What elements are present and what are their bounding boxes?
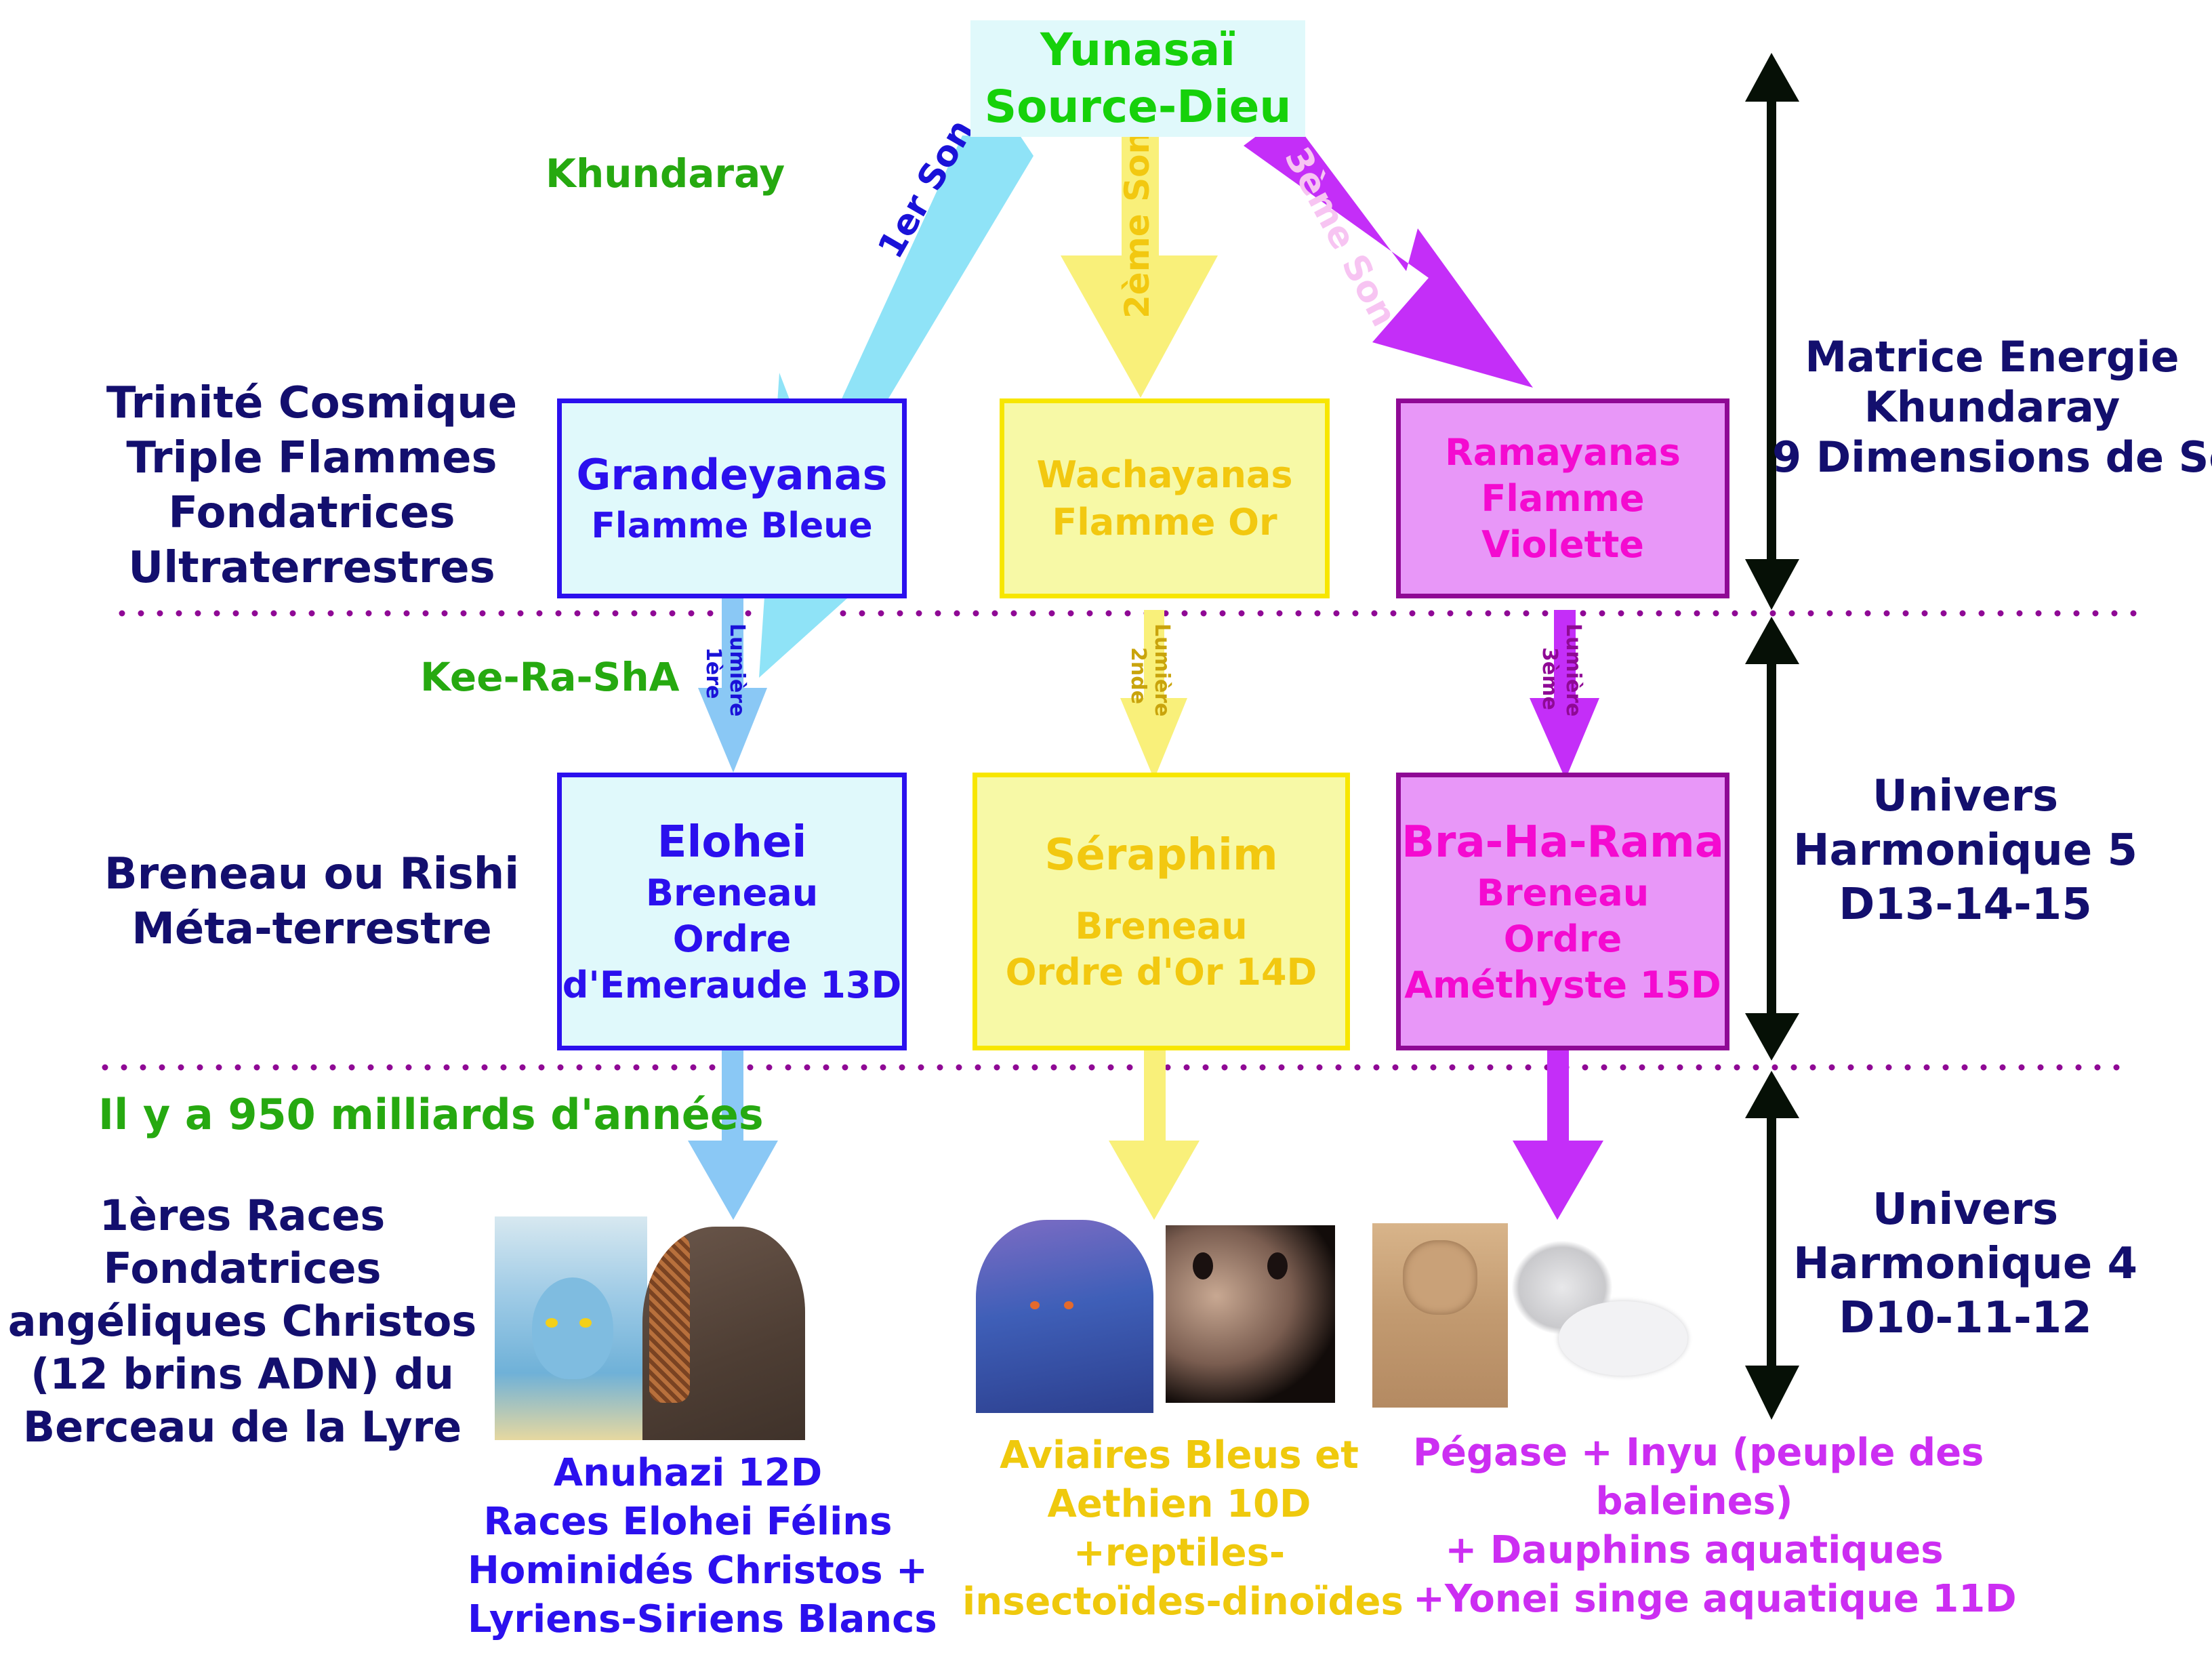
box-line: Violette [1481, 523, 1644, 566]
box-line: Flamme Bleue [591, 505, 873, 546]
lion-statue-image [642, 1227, 805, 1440]
axis-arrow-1 [1745, 53, 1799, 610]
light-label-2: Lumière 2nde [1126, 623, 1174, 717]
box-title: Bra-Ha-Rama [1401, 817, 1724, 867]
right-label-line: Matrice Energie [1805, 332, 2179, 382]
box-line: Breneau [645, 872, 819, 914]
light-arrow-1 [698, 596, 767, 773]
caption-line: Aethien 10D [1047, 1482, 1311, 1526]
svg-text:Lumière: Lumière [725, 623, 749, 717]
right-label-uh4: Univers Harmonique 4 D10-11-12 [1769, 1183, 2162, 1345]
right-label-line: D13-14-15 [1839, 880, 2092, 930]
left-label-trinite: Trinité Cosmique Triple Flammes Fondatri… [88, 376, 535, 596]
right-label-line: Univers [1872, 1185, 2059, 1235]
left-label-line: Méta-terrestre [131, 904, 492, 954]
svg-text:3ème: 3ème [1538, 647, 1561, 710]
left-label-line: angéliques Christos [7, 1296, 477, 1346]
descent-arrow-3 [1513, 1049, 1603, 1220]
grandeyanas-box: Grandeyanas Flamme Bleue [557, 398, 907, 598]
left-label-line: Ultraterrestres [128, 543, 495, 593]
box-title: Grandeyanas [576, 449, 888, 499]
caption-line: +reptiles- [1073, 1531, 1286, 1575]
source-box: Yunasaï Source-Dieu [970, 20, 1305, 137]
svg-text:2nde: 2nde [1126, 647, 1150, 704]
aethien-image [1166, 1225, 1335, 1403]
son-label-3: 3ème Son [1277, 141, 1405, 333]
light-label-1: Lumière 1ère [701, 623, 749, 717]
left-label-races: 1ères Races Fondatrices angéliques Chris… [7, 1189, 478, 1454]
son-label-2: 2ème Son [1118, 130, 1157, 319]
right-label-matrice: Matrice Energie Khundaray 9 Dimensions d… [1772, 332, 2212, 483]
elohei-box: Elohei Breneau Ordre d'Emeraude 13D [557, 773, 907, 1050]
caption-line: baleines) [1595, 1479, 1793, 1523]
left-label-line: Trinité Cosmique [106, 378, 518, 428]
right-label-uh5: Univers Harmonique 5 D13-14-15 [1769, 769, 2162, 932]
right-label-line: Khundaray [1864, 382, 2121, 432]
right-label-line: D10-11-12 [1839, 1293, 2092, 1343]
svg-text:Lumière: Lumière [1561, 623, 1585, 717]
left-label-breneau: Breneau ou Rishi Méta-terrestre [88, 847, 535, 957]
box-line: Flamme Or [1052, 500, 1277, 544]
light-label-3: Lumière 3ème [1538, 623, 1585, 717]
axis-arrow-3 [1745, 1071, 1799, 1420]
left-label-line: Berceau de la Lyre [22, 1402, 462, 1452]
pegasus-image [1511, 1227, 1701, 1430]
right-label-line: Harmonique 5 [1793, 825, 2138, 876]
caption-aviaires: Aviaires Bleus et Aethien 10D +reptiles-… [962, 1431, 1404, 1626]
left-label-line: Breneau ou Rishi [104, 849, 520, 899]
caption-line: Aviaires Bleus et [1000, 1433, 1359, 1477]
box-line: Breneau [1476, 872, 1650, 914]
left-label-line: Fondatrices [168, 488, 455, 538]
caption-line: +Yonei singe aquatique 11D [1413, 1577, 2017, 1621]
right-label-line: Harmonique 4 [1793, 1239, 2138, 1289]
caption-line: Lyriens-Siriens Blancs [468, 1597, 937, 1641]
khundaray-label: Khundaray [546, 150, 785, 197]
time-label: Il y a 950 milliards d'années [98, 1090, 764, 1139]
left-label-line: (12 brins ADN) du [30, 1349, 454, 1399]
box-line: d'Emeraude 13D [562, 964, 902, 1006]
caption-line: + Dauphins aquatiques [1445, 1528, 1944, 1572]
caption-line: Pégase + Inyu (peuple des [1413, 1431, 1984, 1475]
left-label-line: Fondatrices [103, 1244, 382, 1293]
light-arrow-3 [1530, 610, 1599, 779]
ramayanas-box: Ramayanas Flamme Violette [1396, 398, 1729, 598]
blue-avian-image [976, 1220, 1153, 1413]
svg-text:Lumière: Lumière [1150, 623, 1174, 717]
descent-arrow-2 [1109, 1049, 1200, 1220]
left-label-line: 1ères Races [99, 1191, 386, 1240]
son-arrow-3 [1244, 136, 1533, 388]
caption-anuhazi: Anuhazi 12D Races Elohei Félins Hominidé… [468, 1449, 937, 1644]
right-label-line: 9 Dimensions de Son [1772, 432, 2212, 482]
source-name: Yunasaï [1040, 24, 1235, 76]
box-line: Ordre [1503, 918, 1622, 960]
box-title: Ramayanas [1445, 430, 1681, 474]
svg-text:1ère: 1ère [701, 647, 725, 699]
wachayanas-box: Wachayanas Flamme Or [1000, 398, 1330, 598]
seraphim-box: Séraphim Breneau Ordre d'Or 14D [972, 773, 1350, 1050]
light-arrow-2 [1120, 610, 1187, 779]
caption-line: Hominidés Christos + [468, 1549, 928, 1593]
kee-ra-sha-label: Kee-Ra-ShA [420, 654, 680, 700]
son-arrow-2 [1061, 136, 1218, 398]
carved-relief-image [1372, 1223, 1508, 1408]
caption-pegase: Pégase + Inyu (peuple des baleines) + Da… [1413, 1429, 2017, 1624]
box-line: Ordre d'Or 14D [1005, 951, 1317, 994]
box-line: Ordre [672, 918, 792, 960]
caption-line: Races Elohei Félins [483, 1500, 893, 1544]
box-line: Breneau [1075, 905, 1248, 947]
axis-arrow-2 [1745, 617, 1799, 1061]
caption-line: insectoïdes-dinoïdes [962, 1580, 1404, 1624]
box-title: Wachayanas [1036, 453, 1293, 496]
bra-ha-rama-box: Bra-Ha-Rama Breneau Ordre Améthyste 15D [1396, 773, 1729, 1050]
box-title: Elohei [657, 817, 807, 867]
caption-line: Anuhazi 12D [553, 1451, 823, 1495]
source-subtitle: Source-Dieu [984, 81, 1292, 133]
descent-arrow-1 [688, 1049, 778, 1220]
box-line: Flamme [1481, 476, 1645, 520]
box-title: Séraphim [1044, 830, 1278, 880]
right-label-line: Univers [1872, 771, 2059, 821]
feline-elohei-image [495, 1216, 647, 1440]
left-label-line: Triple Flammes [126, 433, 497, 483]
box-line: Améthyste 15D [1404, 964, 1721, 1006]
